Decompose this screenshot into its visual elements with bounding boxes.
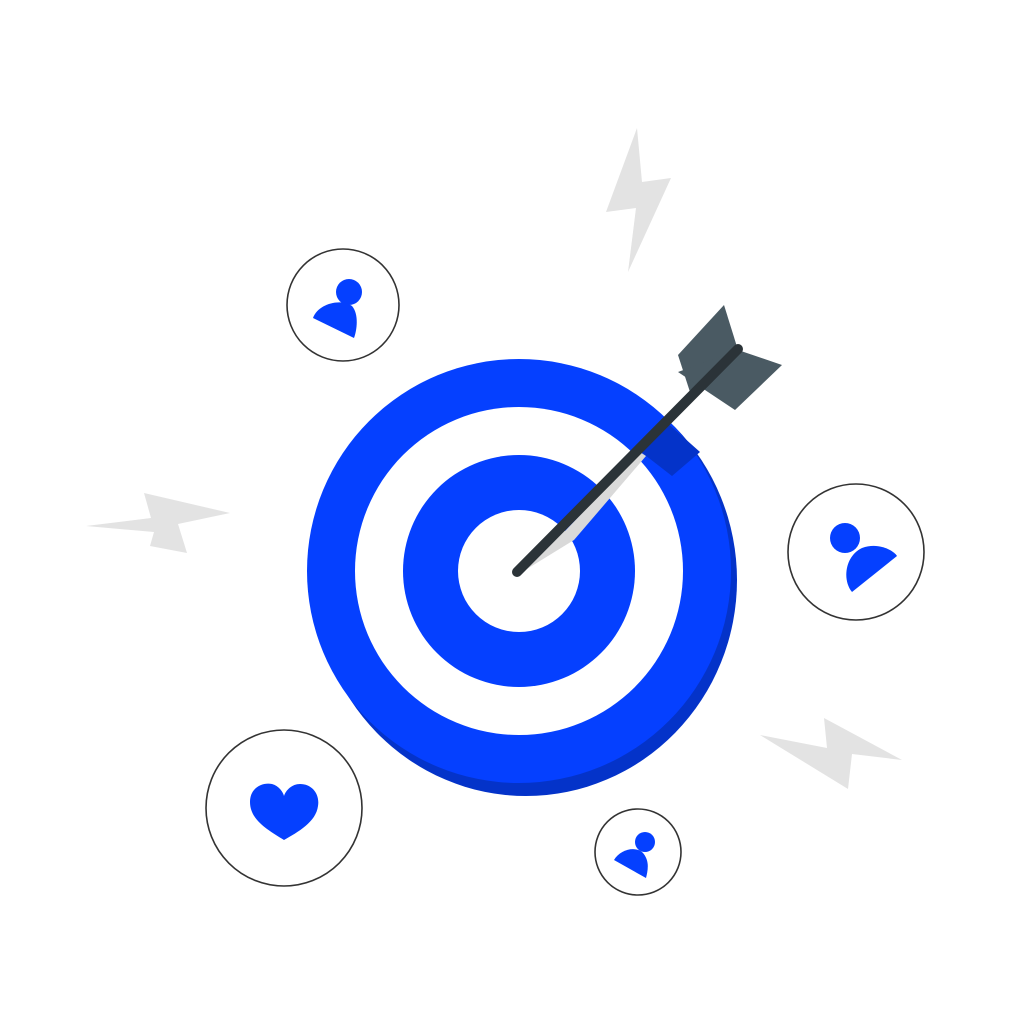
user-icon [313, 279, 362, 338]
user-badge-top-left [286, 248, 400, 362]
lightning-icon-top [606, 128, 671, 272]
user-badge-bottom [594, 808, 682, 896]
user-badge-right [787, 483, 925, 621]
heart-badge [205, 729, 363, 887]
arrow-fletching-lower [678, 350, 782, 410]
badge-outline [787, 483, 925, 621]
heart-icon [250, 783, 319, 840]
user-icon [614, 832, 655, 878]
arrow-icon [512, 305, 782, 577]
arrow-shaft [512, 344, 743, 577]
target-icon [307, 359, 737, 796]
badge-outline [286, 248, 400, 362]
badge-outline [594, 808, 682, 896]
lightning-icon-left [86, 493, 230, 553]
badge-outline [205, 729, 363, 887]
lightning-icon-right [760, 718, 902, 789]
user-icon [830, 523, 897, 592]
